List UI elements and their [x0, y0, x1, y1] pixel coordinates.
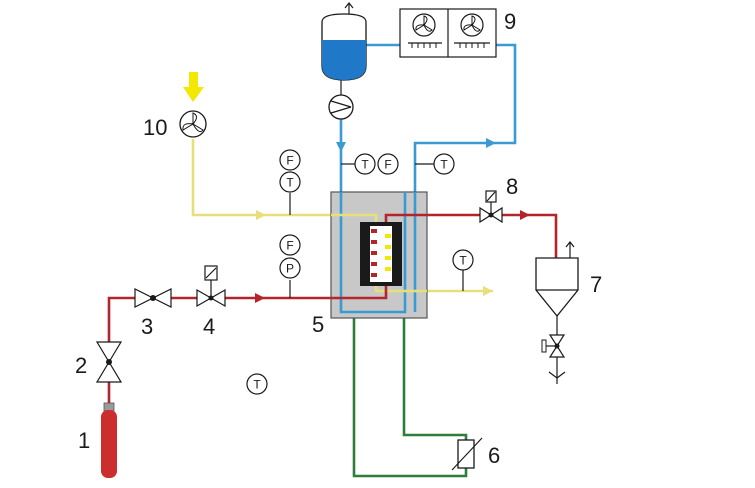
svg-text:T: T [253, 378, 261, 392]
reactor-icon[interactable] [330, 191, 428, 319]
flow-indicator: F [279, 234, 301, 256]
temperature-indicator: T [246, 373, 268, 395]
svg-text:T: T [459, 254, 467, 268]
temperature-indicator: T [452, 249, 474, 271]
temperature-indicator: T [279, 171, 301, 193]
label-5: 5 [312, 312, 324, 337]
flow-indicator: F [279, 149, 301, 171]
label-3: 3 [141, 314, 153, 339]
svg-text:F: F [384, 158, 391, 172]
coolant-return-line [413, 43, 517, 192]
svg-text:F: F [286, 154, 293, 168]
tank-icon[interactable] [321, 2, 367, 95]
label-9: 9 [504, 9, 516, 34]
blower-icon[interactable] [179, 72, 207, 138]
label-7: 7 [590, 272, 602, 297]
label-8: 8 [506, 174, 518, 199]
cooler-fan-icon[interactable] [399, 8, 497, 58]
label-4: 4 [203, 314, 215, 339]
coolant-return-arrow [486, 138, 496, 148]
label-10: 10 [143, 115, 167, 140]
heater-circuit-line [352, 318, 468, 478]
pump-icon[interactable] [328, 94, 354, 120]
gas-cylinder-icon[interactable] [101, 402, 117, 478]
temperature-indicator: T [433, 153, 455, 175]
svg-text:T: T [440, 158, 448, 172]
heater-circuit-return [402, 318, 468, 440]
pressure-indicator: P [279, 257, 301, 279]
temperature-indicator: T [354, 153, 376, 175]
air-outlet-arrow [483, 286, 493, 296]
air-flow-arrow [256, 210, 266, 220]
svg-text:T: T [286, 176, 294, 190]
variable-resistor-icon[interactable] [451, 437, 483, 471]
svg-text:F: F [286, 239, 293, 253]
solenoid-valve-icon[interactable] [479, 190, 503, 224]
svg-text:T: T [361, 158, 369, 172]
valve-icon[interactable] [95, 341, 123, 383]
separator-icon[interactable] [535, 241, 579, 384]
label-1: 1 [78, 428, 90, 453]
valve-icon[interactable] [134, 288, 172, 308]
flow-indicator: F [377, 153, 399, 175]
heater-icon [360, 222, 402, 286]
svg-text:P: P [286, 262, 294, 276]
product-flow-arrow [520, 210, 530, 220]
label-2: 2 [75, 353, 87, 378]
coolant-down-arrow [336, 142, 346, 152]
label-6: 6 [488, 443, 500, 468]
gas-flow-arrow [255, 293, 265, 303]
solenoid-valve-icon[interactable] [196, 265, 226, 308]
